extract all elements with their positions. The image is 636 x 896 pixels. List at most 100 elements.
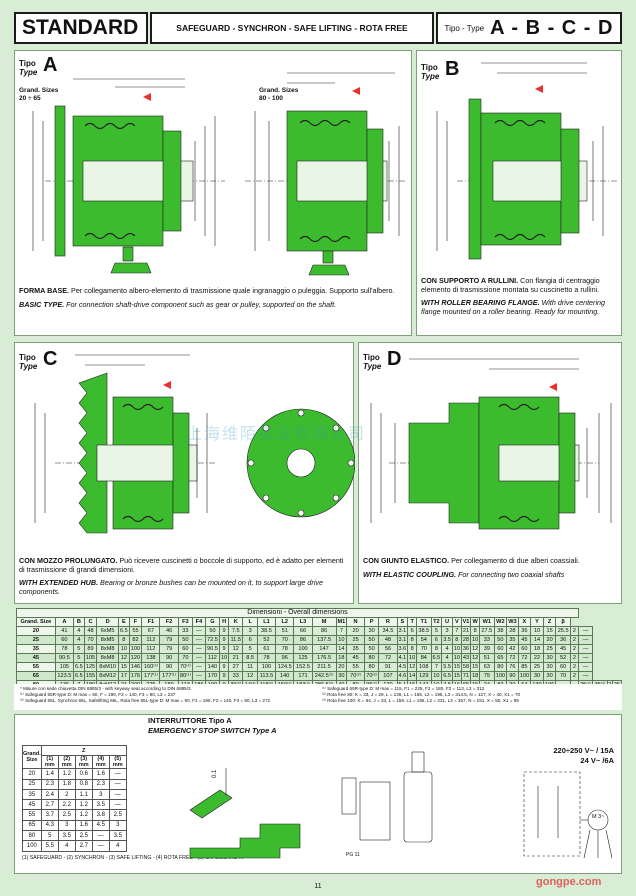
dim-cell: 3.5	[441, 635, 453, 645]
dim-cell: 6.5	[73, 662, 85, 672]
dim-cell: 67	[141, 626, 161, 636]
dim-cell: —	[192, 662, 206, 672]
dim-cell: 76	[506, 662, 519, 672]
dim-cell: 10	[407, 653, 418, 663]
dim-cell: 4	[73, 626, 85, 636]
dim-cell: 33	[479, 635, 495, 645]
dim-col-header: Y	[530, 617, 544, 627]
dim-cell: 72.5	[204, 635, 221, 645]
dim-cell: 9	[219, 635, 230, 645]
z-cell: 0.8	[74, 778, 93, 790]
dim-cell: 8	[451, 635, 462, 645]
z-cell: 2.5	[74, 830, 93, 842]
dim-cell: 30	[335, 671, 348, 681]
dim-cell: 112	[141, 635, 161, 645]
dim-cell: 124.5	[275, 662, 295, 672]
z-cell: 1.2	[74, 799, 93, 811]
dim-cell: 75	[479, 671, 495, 681]
dim-cell: 120	[128, 653, 143, 663]
dim-cell: 51	[479, 653, 495, 663]
dim-cell: 2	[569, 671, 579, 681]
dim-cell: 5	[73, 644, 85, 654]
dim-col-header: E	[117, 617, 130, 627]
type-c-description: CON MOZZO PROLUNGATO. Può ricevere cusci…	[19, 556, 344, 596]
dim-cell: 177⁽¹⁾	[159, 671, 179, 681]
switch-pg: PG 11	[346, 852, 360, 858]
dim-col-header: N	[346, 617, 365, 627]
z-cell: 2.7	[74, 840, 93, 852]
dim-cell: —	[192, 671, 206, 681]
dim-cell: 8	[407, 635, 418, 645]
dim-cell: 90.5	[54, 653, 75, 663]
switch-rating: 220÷250 V~ / 15A 24 V~ /6A	[553, 746, 614, 765]
type-a-drawing	[32, 72, 407, 276]
dim-cell: 155	[83, 671, 98, 681]
type-a-description: FORMA BASE. Per collegamento albero-elem…	[19, 286, 395, 309]
dim-cell: 30	[542, 671, 557, 681]
dim-cell: 28	[506, 626, 519, 636]
type-b-description: CON SUPPORTO A RULLINI. Con flangia di c…	[421, 276, 606, 316]
dim-cell: 21	[460, 626, 472, 636]
dim-cell: 45	[517, 635, 532, 645]
z-cell: 5	[40, 830, 59, 842]
dim-cell: 125	[83, 662, 98, 672]
dim-cell: 8xM8	[96, 653, 119, 663]
dim-cell: 9	[219, 644, 230, 654]
z-cell: 4.5	[91, 819, 110, 832]
z-cell: 2.7	[40, 799, 59, 811]
dim-col-header: M	[311, 617, 337, 627]
dim-cell: 78	[256, 653, 277, 663]
dim-cell: 80⁽¹⁾	[177, 671, 194, 681]
dim-cell: 6	[407, 626, 418, 636]
z-col-header: (1) mm	[40, 755, 59, 770]
dim-cell: 46	[159, 626, 179, 636]
dim-cell: 8	[430, 644, 443, 654]
dim-col-header: U	[441, 617, 453, 627]
dim-cell: 27	[228, 662, 244, 672]
dim-cell: 140	[275, 671, 295, 681]
dim-cell: 80	[363, 662, 380, 672]
header-standard: STANDARD	[14, 12, 148, 44]
dim-cell: 38.5	[416, 626, 432, 636]
dim-cell: 38	[493, 626, 508, 636]
dim-cell: 3.6	[396, 644, 409, 654]
dim-cell: 34.5	[378, 626, 398, 636]
dim-cell: 10	[430, 671, 443, 681]
dimensions-table: Dimensioni - Overall dimensions Grand. S…	[16, 608, 623, 699]
dim-cell: 147	[311, 644, 337, 654]
type-c-drawing	[34, 354, 355, 534]
z-cell: 3.5	[91, 799, 110, 811]
dim-cell: 70⁽²⁾	[363, 671, 380, 681]
z-cell: 0.6	[74, 768, 93, 780]
dim-cell: 15	[470, 662, 481, 672]
dim-cell: 170	[204, 671, 221, 681]
dim-cell: 45	[555, 644, 571, 654]
dim-col-header: S	[396, 617, 409, 627]
dim-cell: 65	[493, 653, 508, 663]
dim-cell: 60	[555, 662, 571, 672]
dim-cell: 25	[16, 635, 56, 645]
dim-cell: 108	[416, 662, 432, 672]
dim-cell: 2	[569, 635, 579, 645]
dim-col-header: K	[228, 617, 244, 627]
dim-cell: 20	[16, 626, 56, 636]
dim-col-header: V	[451, 617, 462, 627]
dim-col-header: G	[204, 617, 221, 627]
dim-cell: 86	[293, 635, 313, 645]
dim-cell: 177⁽¹⁾	[141, 671, 161, 681]
z-cell: 1.6	[91, 768, 110, 780]
dim-cell: 129	[416, 671, 432, 681]
z-cell: 2.5	[57, 809, 76, 821]
z-cell: 3.5	[57, 830, 76, 842]
dim-cell: 138	[141, 653, 161, 663]
dim-cell: 15	[451, 662, 462, 672]
dim-cell: 3	[242, 626, 258, 636]
